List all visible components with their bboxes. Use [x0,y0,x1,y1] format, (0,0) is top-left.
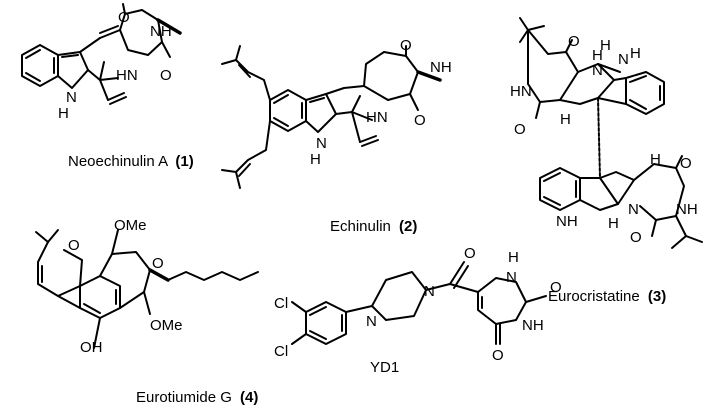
structure-eurocristatine: O HN O N H H H N H H O NH N NH H O Euroc… [510,17,703,305]
compound-caption: Neoechinulin A (1) [68,153,194,170]
atom-nh: NH [676,201,698,218]
compound-caption: YD1 [370,359,399,376]
atom-o: O [400,37,412,54]
atom-n: N [618,51,629,68]
atom-o: O [118,9,130,26]
atom-cl: Cl [274,343,288,360]
atom-hn: HN [366,109,388,126]
atom-h: H [592,47,603,64]
structure-eurotiumide-g: O OMe O OH OMe Eurotiumide G (4) [35,217,259,406]
atom-n: N [628,201,639,218]
atom-n: N [424,283,435,300]
atom-nh: NH [430,59,452,76]
structure-yd1: Cl Cl N N O H N O NH O YD1 [274,245,562,376]
atom-o: O [630,229,642,246]
atom-h: H [58,105,69,122]
atom-hn: HN [116,67,138,84]
atom-h: H [508,249,519,266]
atom-n: N [366,313,377,330]
atom-hn: HN [510,83,532,100]
atom-n: N [506,269,517,286]
compound-caption: Echinulin (2) [330,218,417,235]
atom-h: H [310,151,321,168]
atom-h: H [600,37,611,54]
atom-ome: OMe [114,217,147,234]
compound-caption: Eurotiumide G (4) [136,389,258,406]
compound-name: Eurotiumide G [136,389,232,406]
compound-number: (3) [648,288,666,305]
atom-h: H [630,45,641,62]
atom-o: O [680,155,692,172]
atom-h: H [608,215,619,232]
atom-o: O [464,245,476,262]
compound-number: (4) [240,389,258,406]
atom-o: O [514,121,526,138]
atom-o: O [492,347,504,364]
atom-cl: Cl [274,295,288,312]
compound-name: Neoechinulin A [68,153,168,170]
atom-n: N [66,89,77,106]
compound-caption: Eurocristatine (3) [548,288,666,305]
compound-number: (1) [175,153,193,170]
atom-nh: NH [556,213,578,230]
atom-nh: NH [150,23,172,40]
atom-h: H [650,151,661,168]
atom-o: O [568,33,580,50]
structure-neoechinulin-a: O NH HN O N H Neoechinulin A (1) [21,3,194,170]
compound-name: Echinulin [330,218,391,235]
atom-o: O [152,255,164,272]
atom-o: O [160,67,172,84]
atom-n: N [592,62,603,79]
atom-o: O [550,279,562,296]
atom-oh: OH [80,339,103,356]
atom-o: O [414,112,426,129]
compound-number: (2) [399,218,417,235]
atom-ome: OMe [150,317,183,334]
compound-name: YD1 [370,359,399,376]
atom-n: N [316,135,327,152]
atom-h: H [560,111,571,128]
compound-name: Eurocristatine [548,288,640,305]
atom-o: O [68,237,80,254]
structure-echinulin: O NH HN O N H Echinulin (2) [221,37,452,235]
atom-nh: NH [522,317,544,334]
